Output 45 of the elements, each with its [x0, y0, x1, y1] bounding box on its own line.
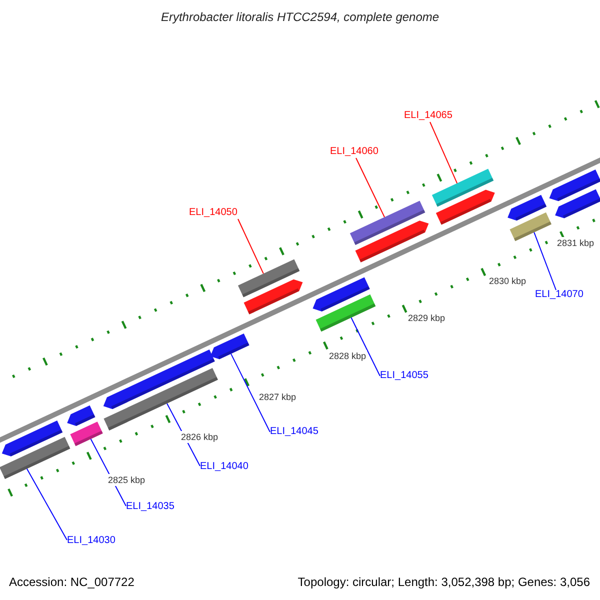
gene-label: ELI_14030 — [67, 535, 116, 547]
leader-line — [356, 158, 385, 218]
gene-feature — [103, 350, 215, 410]
leader-line — [230, 353, 270, 432]
scale-label: 2829 kbp — [407, 312, 446, 324]
gene-feature — [70, 422, 103, 446]
gene-feature — [555, 189, 600, 218]
gene-feature — [432, 168, 494, 207]
gene-feature — [436, 190, 495, 225]
gene-label: ELI_14050 — [189, 207, 238, 219]
leader-line — [430, 122, 458, 184]
gene-feature — [316, 294, 376, 332]
scale-label: 2830 kbp — [488, 275, 528, 287]
gene-feature — [508, 194, 547, 221]
gene-label: ELI_14060 — [330, 146, 378, 158]
gene-feature — [210, 333, 250, 360]
leader-line — [350, 317, 380, 376]
footer-text: Topology: circular; Length: 3,052,398 bp; Genes: 3,056 — [298, 575, 590, 589]
gene-feature — [549, 170, 600, 202]
gene-feature — [0, 436, 70, 480]
gene-feature — [312, 277, 370, 312]
gene-feature — [355, 220, 429, 262]
gene-feature — [510, 212, 552, 242]
leader-line — [26, 468, 68, 540]
gene-feature — [244, 279, 303, 314]
scale-label: 2825 kbp — [107, 474, 146, 486]
scale-label: 2831 kbp — [556, 237, 596, 249]
leader-line — [238, 218, 264, 274]
gene-feature — [67, 405, 96, 426]
footer-text: Accession: NC_007722 — [9, 575, 134, 589]
gene-label: ELI_14040 — [200, 461, 248, 473]
scale-label: 2826 kbp — [180, 431, 220, 443]
title: Erythrobacter litoralis HTCC2594, complete genome — [160, 10, 440, 24]
gene-label: ELI_14055 — [380, 370, 428, 382]
gene-feature — [238, 259, 300, 298]
gene-label: ELI_14070 — [535, 289, 584, 301]
scale-label: 2828 kbp — [328, 350, 368, 362]
leader-line — [534, 232, 556, 290]
gene-feature — [104, 368, 218, 430]
scale-label: 2827 kbp — [258, 391, 298, 403]
gene-label: ELI_14035 — [126, 501, 174, 513]
gene-label: ELI_14045 — [270, 426, 318, 438]
gene-feature — [2, 420, 63, 456]
gene-feature — [350, 200, 426, 246]
gene-label: ELI_14065 — [404, 110, 452, 122]
